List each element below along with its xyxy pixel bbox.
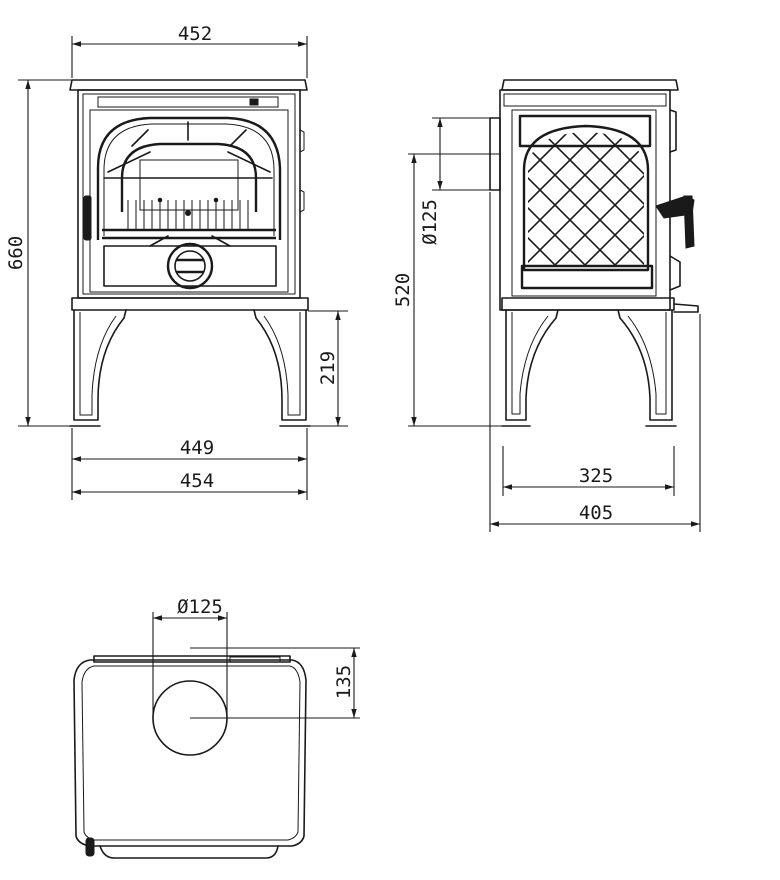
dim-flue-height: 520: [392, 273, 414, 307]
side-lattice-arch: [522, 124, 650, 272]
side-dimensions: Ø125 520 325 405: [392, 117, 701, 532]
front-body: [77, 89, 301, 299]
dim-base-inner-width: 449: [180, 437, 214, 459]
front-left-leg: [73, 309, 127, 421]
side-rear-leg: [505, 309, 559, 421]
dim-top-flue-diameter: Ø125: [177, 596, 223, 618]
front-top-vent: [97, 96, 279, 108]
side-body: [499, 89, 671, 311]
side-view: [489, 79, 699, 427]
grate-bars: [127, 197, 249, 230]
front-dimensions: 452 660 219 449 454: [5, 23, 348, 500]
front-top-plate: [69, 79, 308, 91]
top-view: [73, 655, 307, 859]
dim-leg-height: 219: [317, 351, 339, 385]
front-right-leg: [253, 309, 307, 421]
side-top-plate: [501, 79, 679, 91]
side-front-leg: [617, 309, 673, 421]
front-door-window: [96, 116, 282, 240]
dim-leg-span: 325: [579, 465, 613, 487]
air-control-knob: [166, 242, 214, 290]
ash-pan: [103, 245, 277, 287]
side-door-handle: [655, 195, 695, 249]
dim-flue-offset: 135: [333, 665, 355, 699]
dim-depth: 405: [579, 502, 613, 524]
top-view-outline: [73, 659, 307, 847]
top-view-handle: [85, 837, 95, 857]
front-base-plate: [71, 297, 309, 311]
dim-rear-flue-diameter: Ø125: [419, 199, 441, 245]
side-lattice-pattern: [528, 132, 644, 266]
front-view: [69, 79, 311, 427]
front-door-handle: [83, 195, 92, 241]
dim-top-width: 452: [178, 23, 212, 45]
dim-base-outer-width: 454: [180, 470, 214, 492]
dim-height: 660: [5, 236, 27, 270]
top-dimensions: Ø125 135: [152, 596, 360, 719]
